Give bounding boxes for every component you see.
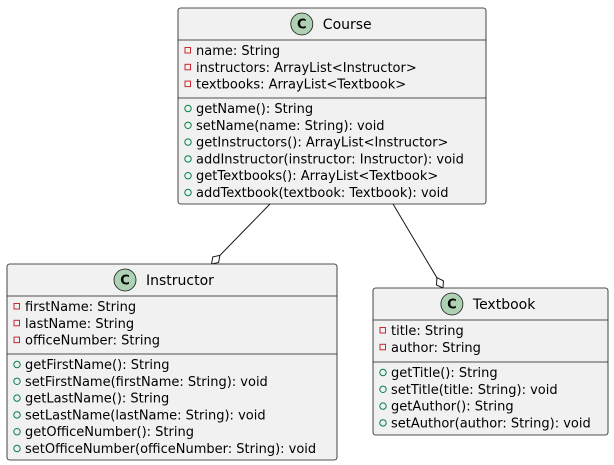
public-visibility-icon bbox=[184, 138, 192, 146]
public-visibility-icon bbox=[379, 402, 387, 410]
private-visibility-icon bbox=[379, 343, 386, 351]
aggregation-diamond-icon bbox=[210, 254, 221, 265]
class-instructor[interactable]: C Instructor firstName: String lastName: St… bbox=[6, 263, 338, 461]
association-line bbox=[392, 203, 438, 278]
public-visibility-icon bbox=[13, 411, 21, 419]
relationships-layer bbox=[210, 203, 444, 289]
method: setLastName(lastName: String): void bbox=[25, 408, 266, 423]
method: addTextbook(textbook: Textbook): void bbox=[196, 186, 448, 201]
method: setOfficeNumber(officeNumber: String): v… bbox=[25, 442, 316, 457]
public-visibility-icon bbox=[13, 360, 21, 369]
attribute: title: String bbox=[391, 324, 464, 339]
private-visibility-icon bbox=[379, 327, 386, 334]
class-badge-letter: C bbox=[297, 18, 307, 33]
public-visibility-icon bbox=[184, 188, 192, 197]
method: getLastName(): String bbox=[25, 392, 169, 407]
attribute: textbooks: ArrayList<Textbook> bbox=[196, 78, 406, 93]
private-visibility-icon bbox=[184, 80, 191, 88]
public-visibility-icon bbox=[184, 121, 192, 130]
attribute: firstName: String bbox=[25, 300, 136, 315]
class-badge-icon: C bbox=[290, 12, 314, 36]
public-visibility-icon bbox=[379, 419, 387, 427]
method: setTitle(title: String): void bbox=[391, 383, 558, 398]
public-visibility-icon bbox=[184, 104, 192, 113]
class-name: Textbook bbox=[472, 297, 536, 313]
class-box bbox=[177, 7, 487, 205]
method: getName(): String bbox=[196, 102, 313, 117]
class-box bbox=[6, 263, 338, 461]
class-name: Course bbox=[323, 17, 372, 33]
method: getTextbooks(): ArrayList<Textbook> bbox=[196, 169, 438, 184]
class-course[interactable]: C Course name: String instructors: ArrayLis… bbox=[177, 7, 487, 205]
private-visibility-icon bbox=[13, 303, 20, 310]
attribute: author: String bbox=[391, 341, 481, 356]
classes-layer: C Course name: String instructors: ArrayLis… bbox=[6, 7, 609, 461]
method: getInstructors(): ArrayList<Instructor> bbox=[196, 136, 448, 151]
method: getAuthor(): String bbox=[391, 400, 514, 415]
public-visibility-icon bbox=[13, 394, 21, 402]
class-badge-letter: C bbox=[447, 298, 457, 313]
public-visibility-icon bbox=[13, 444, 21, 453]
method: getTitle(): String bbox=[391, 366, 498, 381]
association-line bbox=[219, 203, 271, 256]
private-visibility-icon bbox=[184, 47, 191, 54]
aggregation-diamond-icon bbox=[435, 276, 444, 289]
public-visibility-icon bbox=[184, 155, 192, 163]
private-visibility-icon bbox=[13, 319, 20, 327]
attribute: instructors: ArrayList<Instructor> bbox=[196, 61, 417, 76]
class-badge-icon: C bbox=[440, 292, 464, 316]
attribute: name: String bbox=[196, 44, 280, 59]
public-visibility-icon bbox=[379, 385, 387, 393]
aggregation-course-textbook bbox=[392, 203, 444, 289]
class-textbook[interactable]: C Textbook title: String author: String getT… bbox=[372, 287, 609, 436]
method: getFirstName(): String bbox=[25, 358, 170, 373]
public-visibility-icon bbox=[13, 377, 21, 385]
aggregation-course-instructor bbox=[210, 203, 271, 265]
class-name: Instructor bbox=[146, 273, 214, 289]
private-visibility-icon bbox=[184, 63, 191, 71]
private-visibility-icon bbox=[13, 336, 20, 344]
class-badge-icon: C bbox=[113, 268, 137, 292]
attribute: lastName: String bbox=[25, 317, 134, 332]
class-badge-letter: C bbox=[120, 274, 130, 289]
public-visibility-icon bbox=[184, 172, 192, 180]
class-box bbox=[372, 287, 609, 436]
method: addInstructor(instructor: Instructor): v… bbox=[196, 152, 464, 167]
public-visibility-icon bbox=[379, 368, 387, 377]
attribute: officeNumber: String bbox=[25, 334, 160, 349]
public-visibility-icon bbox=[13, 428, 21, 436]
method: setAuthor(author: String): void bbox=[391, 416, 591, 431]
method: setFirstName(firstName: String): void bbox=[25, 375, 268, 390]
method: getOfficeNumber(): String bbox=[25, 425, 194, 440]
method: setName(name: String): void bbox=[196, 119, 385, 134]
